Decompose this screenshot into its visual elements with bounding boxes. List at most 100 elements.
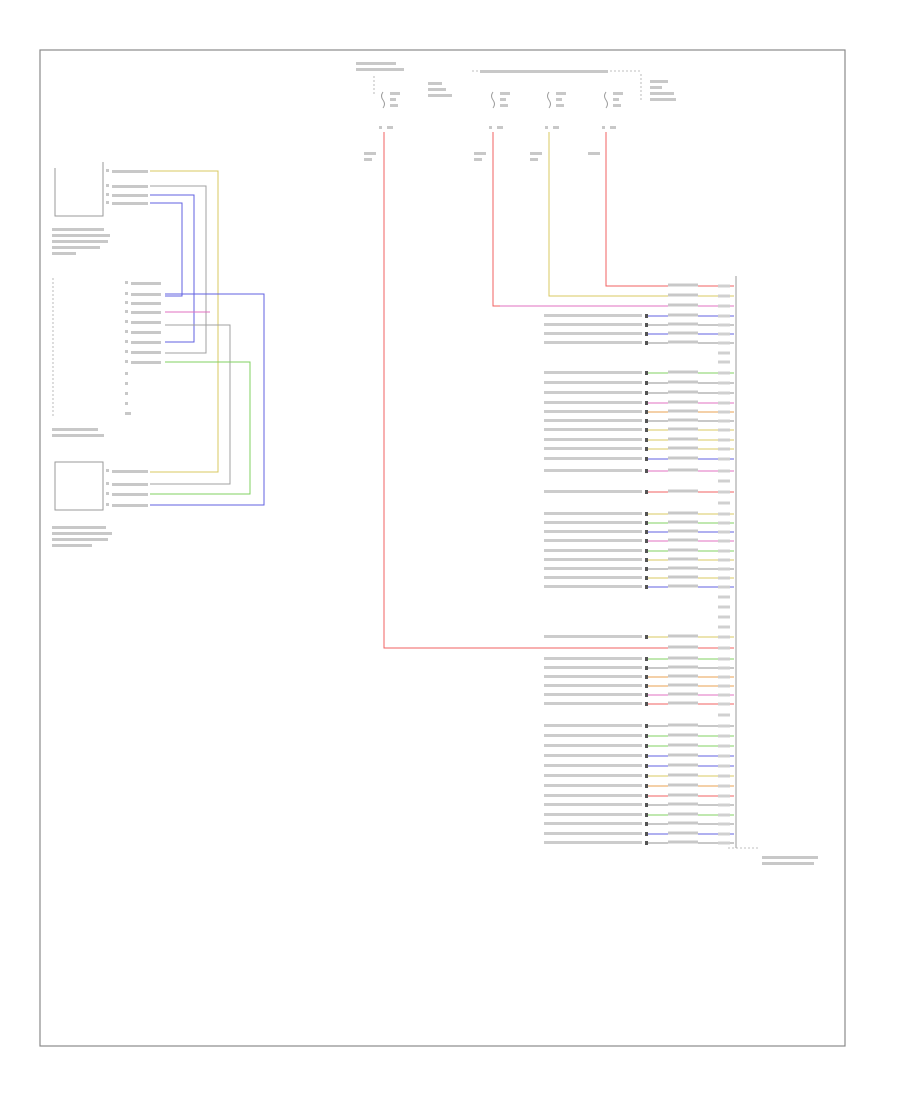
wire-row-splice-28 [645, 549, 648, 553]
wire-row-pin-40 [718, 666, 730, 670]
wire-row-pin-33 [718, 595, 730, 599]
wire-row-pin-28 [718, 549, 730, 553]
wire-row-source-57 [544, 832, 642, 835]
wire-row-splice-15 [645, 419, 648, 423]
wire-row-label-13 [668, 400, 698, 404]
wire-row-source-13 [544, 401, 642, 404]
wire-row-source-46 [544, 724, 642, 727]
wire-row-label-27 [668, 538, 698, 542]
wire-row-label-20 [668, 468, 698, 472]
wire-row-pin-13 [718, 401, 730, 405]
wire-row-source-52 [544, 784, 642, 787]
wire-row-source-43 [544, 693, 642, 696]
wire-row-source-5 [544, 323, 642, 326]
wire-row-label-37 [668, 634, 698, 638]
wire-row-label-17 [668, 437, 698, 441]
wire-row-pin-49 [718, 754, 730, 758]
wire-row-pin-34 [718, 605, 730, 609]
wire-row-pin-36 [718, 625, 730, 629]
wire-row-pin-41 [718, 675, 730, 679]
fuse-4 [588, 91, 623, 155]
feed-wire-1 [383, 132, 720, 649]
wire-row-splice-24 [645, 512, 648, 516]
wire-row-pin-19 [718, 457, 730, 461]
wire-row-source-49 [544, 754, 642, 757]
wire-row-pin-38 [718, 646, 730, 650]
wire-row-label-31 [668, 575, 698, 579]
wire-row-pin-6 [718, 332, 730, 336]
wire-row-pin-35 [718, 615, 730, 619]
wire-row-label-10 [668, 370, 698, 374]
wire-row-splice-25 [645, 521, 648, 525]
wire-row-source-4 [544, 314, 642, 317]
wire-row-source-40 [544, 666, 642, 669]
wire-row-label-7 [668, 340, 698, 344]
wire-left-grey-2 [150, 324, 231, 485]
wire-row-label-58 [668, 840, 698, 844]
wire-row-source-22 [544, 490, 642, 493]
wire-row-pin-5 [718, 323, 730, 327]
wire-row-label-15 [668, 418, 698, 422]
wire-row-splice-4 [645, 314, 648, 318]
wire-row-splice-49 [645, 754, 648, 758]
wire-row-label-46 [668, 723, 698, 727]
wire-row-label-48 [668, 743, 698, 747]
wire-row-splice-20 [645, 469, 648, 473]
wire-row-source-7 [544, 341, 642, 344]
wire-row-source-30 [544, 567, 642, 570]
wire-row-pin-31 [718, 576, 730, 580]
wire-row-pin-10 [718, 371, 730, 375]
wire-row-label-38 [668, 645, 698, 649]
wire-row-label-52 [668, 783, 698, 787]
wire-row-pin-14 [718, 410, 730, 414]
wire-row-label-26 [668, 529, 698, 533]
wire-row-splice-46 [645, 724, 648, 728]
wire-row-pin-58 [718, 841, 730, 845]
wire-row-label-16 [668, 427, 698, 431]
wire-row-label-32 [668, 584, 698, 588]
wire-row-source-11 [544, 381, 642, 384]
wire-row-splice-29 [645, 558, 648, 562]
wire-row-pin-17 [718, 438, 730, 442]
wire-row-splice-50 [645, 764, 648, 768]
wire-row-splice-6 [645, 332, 648, 336]
wire-row-pin-24 [718, 512, 730, 516]
wire-row-pin-47 [718, 734, 730, 738]
wire-row-label-41 [668, 674, 698, 678]
wire-row-source-15 [544, 419, 642, 422]
wire-left-yellow [150, 170, 219, 473]
wire-row-pin-21 [718, 479, 730, 483]
wire-row-pin-56 [718, 822, 730, 826]
left-bottom-component-pins [52, 469, 148, 547]
wire-row-label-18 [668, 446, 698, 450]
wire-row-splice-52 [645, 784, 648, 788]
wire-row-source-55 [544, 813, 642, 816]
wire-row-label-30 [668, 566, 698, 570]
wire-row-source-39 [544, 657, 642, 660]
wire-row-pin-26 [718, 530, 730, 534]
wire-row-splice-12 [645, 391, 648, 395]
wire-row-source-18 [544, 447, 642, 450]
wire-row-source-48 [544, 744, 642, 747]
wire-left-blue-3 [150, 293, 265, 506]
wire-row-splice-7 [645, 341, 648, 345]
wire-row-splice-30 [645, 567, 648, 571]
wire-row-splice-55 [645, 813, 648, 817]
left-bottom-component [54, 461, 104, 511]
wire-row-splice-56 [645, 822, 648, 826]
wire-row-pin-57 [718, 832, 730, 836]
left-top-component [54, 162, 104, 217]
wire-row-splice-32 [645, 585, 648, 589]
wire-row-pin-2 [718, 294, 730, 298]
wire-row-label-49 [668, 753, 698, 757]
wire-row-label-3 [668, 303, 698, 307]
wire-row-splice-22 [645, 490, 648, 494]
wire-row-pin-53 [718, 794, 730, 798]
left-wires [150, 170, 265, 506]
wire-row-label-29 [668, 557, 698, 561]
feed-wire-3 [548, 132, 720, 297]
wire-row-splice-44 [645, 702, 648, 706]
wire-row-source-37 [544, 635, 642, 638]
wire-row-pin-15 [718, 419, 730, 423]
